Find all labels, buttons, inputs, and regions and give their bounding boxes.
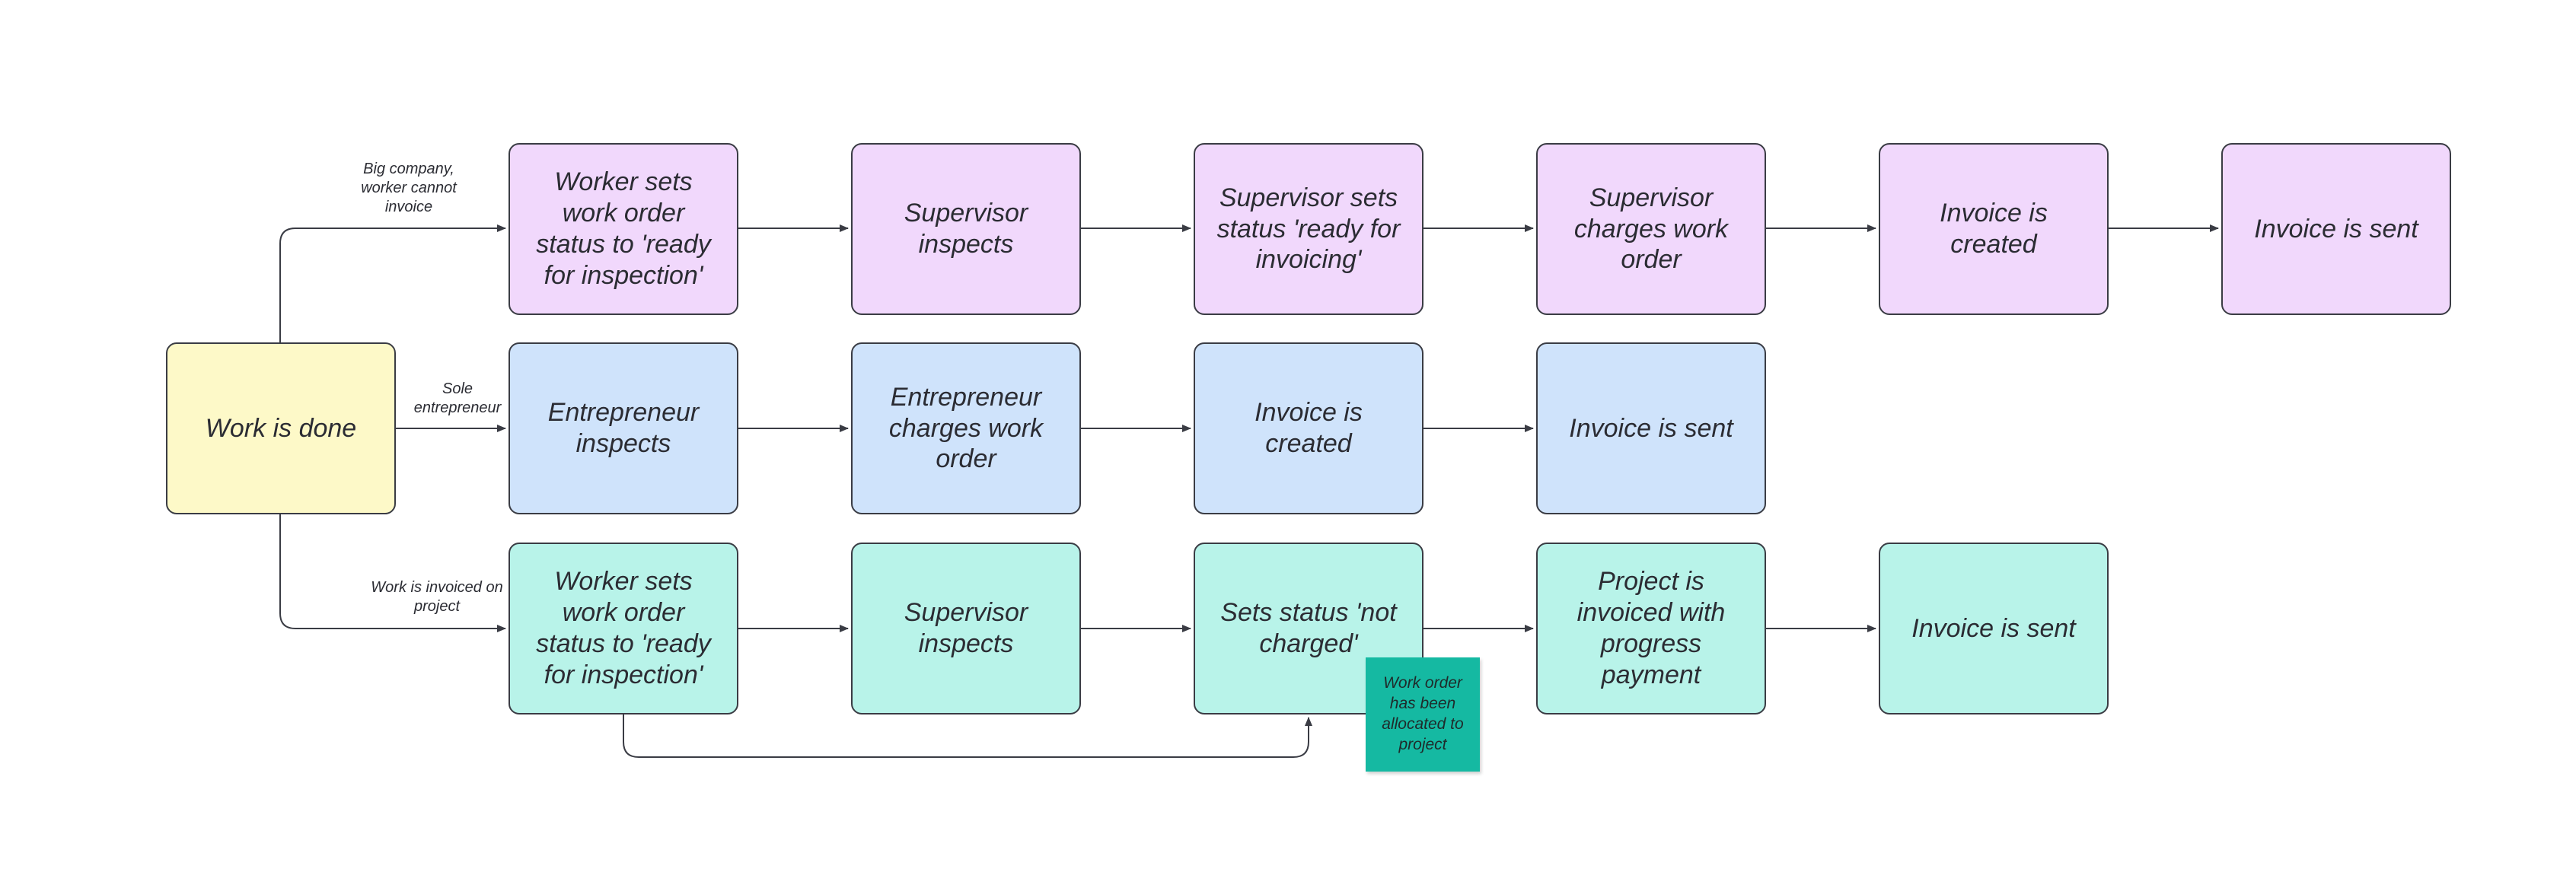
step-project-invoiced-progress-payment[interactable]: Project is invoiced with progress paymen…	[1536, 543, 1766, 714]
step-worker-sets-ready-for-inspection[interactable]: Worker sets work order status to 'ready …	[509, 543, 738, 714]
branch-label-sole-entrepreneur: Sole entrepreneur	[413, 380, 502, 416]
sticky-note[interactable]: Work order has been allocated to project	[1366, 657, 1480, 772]
branch-label-big-company: Big company, worker cannot invoice	[361, 161, 457, 215]
connector-start-to-project	[279, 514, 506, 632]
step-worker-sets-ready-for-inspection[interactable]: Worker sets work order status to 'ready …	[509, 143, 738, 315]
connector-start-to-big-company	[279, 224, 506, 342]
step-invoice-created[interactable]: Invoice is created	[1879, 143, 2109, 315]
connector-project-1-to-3	[623, 714, 1312, 758]
step-supervisor-inspects[interactable]: Supervisor inspects	[851, 143, 1081, 315]
step-invoice-sent[interactable]: Invoice is sent	[1879, 543, 2109, 714]
step-invoice-created[interactable]: Invoice is created	[1194, 342, 1423, 514]
step-invoice-sent[interactable]: Invoice is sent	[1536, 342, 1766, 514]
step-supervisor-sets-ready-for-invoicing[interactable]: Supervisor sets status 'ready for invoic…	[1194, 143, 1423, 315]
step-entrepreneur-charges-work-order[interactable]: Entrepreneur charges work order	[851, 342, 1081, 514]
step-invoice-sent[interactable]: Invoice is sent	[2221, 143, 2451, 315]
branch-label-project: Work is invoiced on project	[371, 579, 503, 615]
step-supervisor-charges-work-order[interactable]: Supervisor charges work order	[1536, 143, 1766, 315]
step-supervisor-inspects[interactable]: Supervisor inspects	[851, 543, 1081, 714]
step-entrepreneur-inspects[interactable]: Entrepreneur inspects	[509, 342, 738, 514]
start-node[interactable]: Work is done	[166, 342, 396, 514]
